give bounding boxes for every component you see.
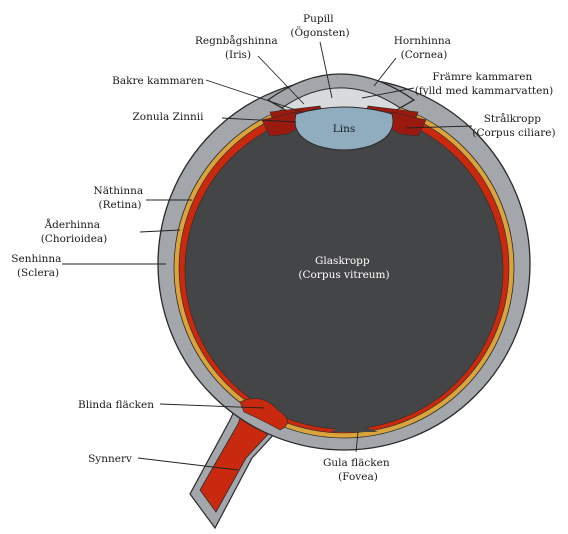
label-fovea-line2: (Fovea) bbox=[338, 471, 378, 483]
label-blind-spot: Blinda fläcken bbox=[78, 399, 154, 411]
label-cornea-line2: (Cornea) bbox=[401, 49, 448, 61]
leader-optic-nerve bbox=[137, 457, 239, 471]
labels: Pupill (Ögonsten) Regnbågshinna (Iris) H… bbox=[11, 13, 555, 483]
label-anterior-chamber-line1: Främre kammaren bbox=[432, 71, 532, 83]
leader-cornea bbox=[373, 57, 397, 87]
label-vitreous: Glaskropp (Corpus vitreum) bbox=[298, 255, 389, 281]
leader-iris bbox=[257, 55, 305, 105]
fovea-dip bbox=[330, 426, 378, 432]
label-iris: Regnbågshinna (Iris) bbox=[195, 34, 281, 61]
leader-ciliary-body bbox=[405, 125, 473, 129]
blind-spot-disc bbox=[239, 398, 288, 431]
label-optic-nerve-line1: Synnerv bbox=[88, 453, 132, 465]
label-lens: Lins bbox=[333, 123, 355, 135]
label-pupil: Pupill (Ögonsten) bbox=[290, 13, 349, 39]
label-posterior-chamber-line1: Bakre kammaren bbox=[112, 75, 204, 87]
leader-anterior-chamber bbox=[361, 87, 415, 99]
label-retina-line1: Näthinna bbox=[94, 185, 144, 197]
leader-lines bbox=[62, 41, 473, 471]
label-choroid-line2: (Chorioidea) bbox=[41, 233, 108, 245]
ciliary-body-right bbox=[385, 111, 427, 137]
label-anterior-chamber: Främre kammaren (fylld med kammarvatten) bbox=[415, 71, 553, 97]
label-fovea-line1: Gula fläcken bbox=[323, 457, 390, 469]
label-sclera-line2: (Sclera) bbox=[17, 267, 59, 279]
label-ciliary-body-line2: (Corpus ciliare) bbox=[472, 127, 555, 139]
label-blind-spot-line1: Blinda fläcken bbox=[78, 399, 154, 411]
label-retina-line2: (Retina) bbox=[99, 199, 142, 211]
label-ciliary-body: Strålkropp (Corpus ciliare) bbox=[472, 112, 555, 139]
label-lens-line1: Lins bbox=[333, 123, 355, 135]
label-vitreous-line1: Glaskropp bbox=[315, 255, 370, 267]
label-vitreous-line2: (Corpus vitreum) bbox=[298, 269, 389, 281]
label-ciliary-body-line1: Strålkropp bbox=[484, 112, 541, 125]
label-optic-nerve: Synnerv bbox=[88, 453, 132, 465]
leader-fovea bbox=[355, 431, 359, 453]
label-sclera-line1: Senhinna bbox=[11, 253, 61, 265]
optic-nerve bbox=[189, 397, 283, 530]
label-pupil-line1: Pupill bbox=[303, 13, 334, 25]
leader-zonula bbox=[221, 117, 297, 123]
leader-posterior-chamber bbox=[205, 79, 303, 113]
ciliary-body-left bbox=[261, 111, 303, 137]
lens bbox=[294, 106, 394, 151]
label-cornea: Hornhinna (Cornea) bbox=[394, 35, 455, 61]
label-retina: Näthinna (Retina) bbox=[94, 185, 147, 211]
label-zonula-line1: Zonula Zinnii bbox=[133, 111, 205, 123]
label-anterior-chamber-line2: (fylld med kammarvatten) bbox=[415, 85, 553, 97]
label-iris-line1: Regnbågshinna bbox=[195, 34, 278, 47]
label-choroid-line1: Åderhinna bbox=[44, 217, 100, 231]
label-fovea: Gula fläcken (Fovea) bbox=[323, 457, 393, 483]
label-iris-line2: (Iris) bbox=[225, 49, 251, 61]
label-posterior-chamber: Bakre kammaren bbox=[112, 75, 204, 87]
label-choroid: Åderhinna (Chorioidea) bbox=[41, 217, 108, 245]
label-pupil-line2: (Ögonsten) bbox=[290, 25, 349, 39]
leader-pupil bbox=[319, 41, 333, 99]
ciliary-body bbox=[261, 111, 427, 137]
label-cornea-line1: Hornhinna bbox=[394, 35, 451, 47]
leader-choroid bbox=[139, 229, 181, 233]
label-sclera: Senhinna (Sclera) bbox=[11, 253, 64, 279]
leader-blind-spot bbox=[159, 403, 265, 409]
label-zonula: Zonula Zinnii bbox=[133, 111, 205, 123]
